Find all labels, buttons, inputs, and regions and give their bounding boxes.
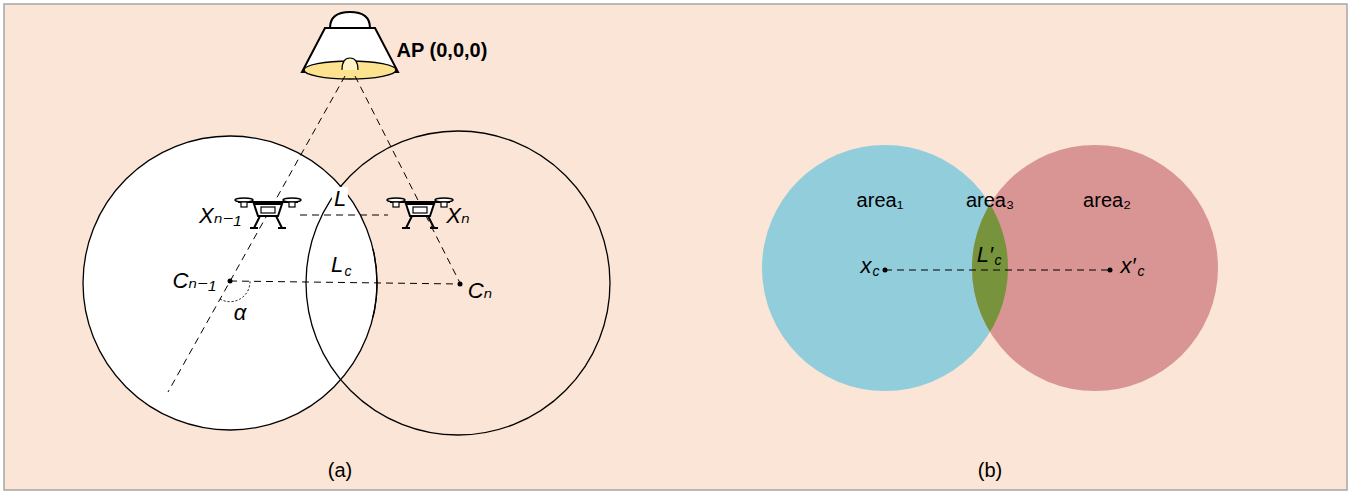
area-label: area₂ <box>1083 189 1131 211</box>
drone-label: Xₙ <box>446 204 469 228</box>
subscript: c <box>343 264 354 279</box>
subscript: c <box>995 253 1002 268</box>
panel-label: (b) <box>978 459 1002 481</box>
center-label: Cₙ₋₁ <box>172 269 215 293</box>
drone-label: Xₙ₋₁ <box>199 204 241 228</box>
subscript: c <box>1138 264 1145 279</box>
distance-label: L <box>332 187 348 211</box>
point-label: x <box>861 254 872 278</box>
area-label: area₁ <box>857 189 904 211</box>
center-label: Cₙ <box>468 279 493 303</box>
angle-label: α <box>234 301 247 325</box>
area-label: area₃ <box>966 189 1014 211</box>
distance-label: L′ <box>977 243 993 267</box>
panel-label: (a) <box>328 459 352 481</box>
subscript: c <box>873 264 880 279</box>
ap-label: AP (0,0,0) <box>397 39 488 61</box>
point-label: x′ <box>1120 254 1135 278</box>
